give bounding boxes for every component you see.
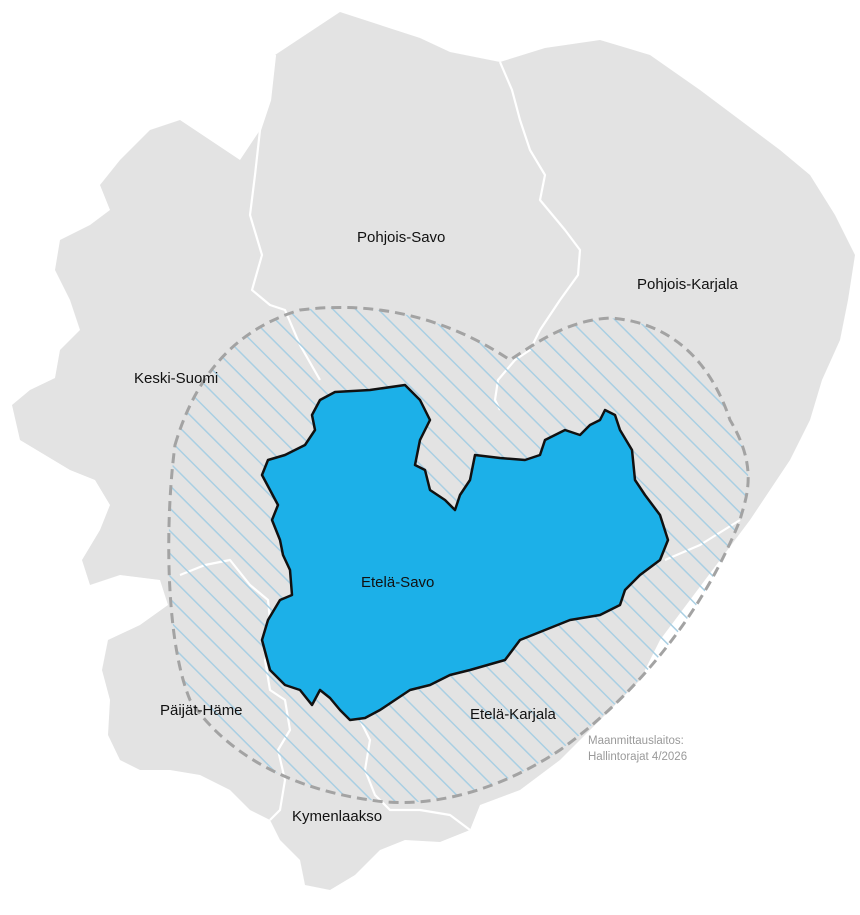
- etela-savo-shape[interactable]: [260, 383, 670, 722]
- region-labels: Pohjois-Savo Pohjois-Karjala Keski-Suomi…: [134, 229, 739, 825]
- label-pohjois-karjala: Pohjois-Karjala: [637, 276, 739, 293]
- label-etela-savo: Etelä-Savo: [361, 574, 434, 591]
- attribution: Maanmittauslaitos: Hallintorajat 4/2026: [588, 735, 687, 763]
- attribution-line-2: Hallintorajat 4/2026: [588, 751, 687, 763]
- highlighted-region-etela-savo[interactable]: [260, 383, 670, 722]
- label-etela-karjala: Etelä-Karjala: [470, 706, 557, 723]
- label-kymenlaakso: Kymenlaakso: [292, 808, 382, 825]
- attribution-line-1: Maanmittauslaitos:: [588, 735, 684, 747]
- label-keski-suomi: Keski-Suomi: [134, 370, 218, 387]
- label-paijat-hame: Päijät-Häme: [160, 702, 243, 719]
- label-pohjois-savo: Pohjois-Savo: [357, 229, 445, 246]
- buffer-outline: [167, 305, 750, 804]
